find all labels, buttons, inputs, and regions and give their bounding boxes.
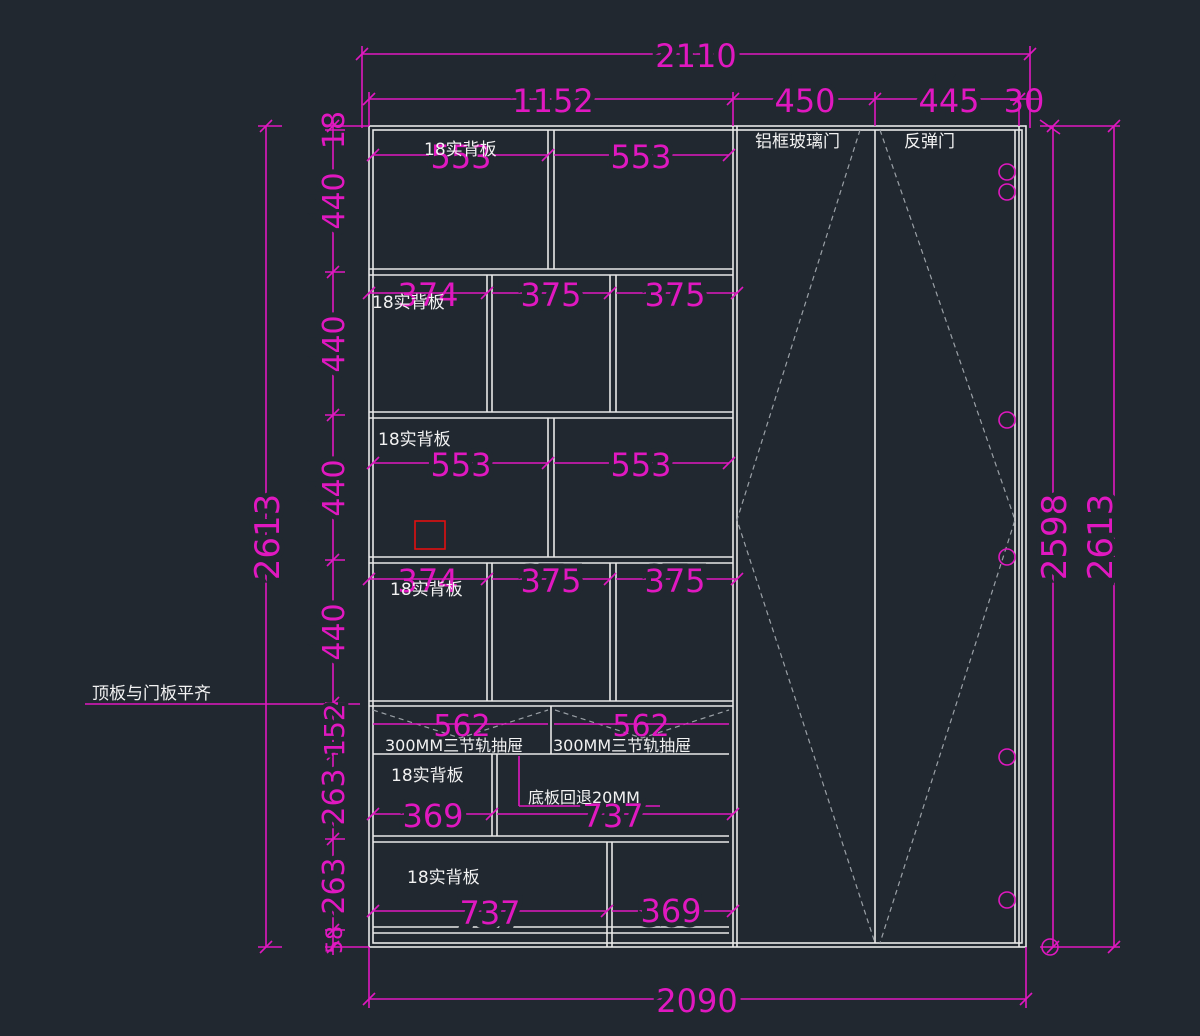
dim-vertical-6: 263: [317, 768, 352, 825]
dim-row5-a: 562: [433, 709, 490, 744]
label-rebound-door: 反弹门: [904, 132, 955, 152]
label-drawer-right: 300MM三节轨抽屉: [553, 736, 691, 755]
annotation-labels: 18实背板 18实背板 18实背板 18实背板 18实背板 18实背板 铝框玻璃…: [92, 132, 955, 888]
left-cabinet-shelves: [369, 130, 733, 947]
dim-vertical-1: 440: [317, 172, 352, 229]
dim-row2-c: 375: [644, 276, 705, 314]
dim-row7-a: 737: [459, 894, 520, 932]
dim-row2-b: 375: [520, 276, 581, 314]
dim-section-mid: 450: [774, 82, 835, 120]
dim-row4-c: 375: [644, 562, 705, 600]
dim-row3-a: 553: [430, 446, 491, 484]
dim-section-gap: 30: [1004, 82, 1045, 120]
dim-section-left: 1152: [512, 82, 593, 120]
label-drawer-left: 300MM三节轨抽屉: [385, 736, 523, 755]
dim-left-total: 2613: [248, 494, 288, 581]
dim-row1-a: 553: [430, 138, 491, 176]
cabinet-outline: [368, 125, 1027, 948]
label-backboard-row3: 18实背板: [378, 430, 451, 450]
dim-vertical-top: 18: [317, 111, 352, 149]
dim-right-total: 2613: [1081, 494, 1121, 581]
dim-row7-b: 369: [640, 892, 701, 930]
dim-row6-b: 737: [582, 797, 643, 835]
dim-section-right: 445: [918, 82, 979, 120]
dim-vertical-5: 152: [318, 703, 351, 756]
dimension-text: 2110 1152 450 445 30 2090 2613 2598 2613…: [243, 32, 1126, 1025]
label-backboard-row4: 18实背板: [390, 580, 463, 600]
dim-row3-b: 553: [610, 446, 671, 484]
label-backboard-row7: 18实背板: [407, 868, 480, 888]
label-backboard-row6: 18实背板: [391, 766, 464, 786]
dim-row1-b: 553: [610, 138, 671, 176]
door-swing-indicators: [736, 129, 1016, 944]
dim-row4-b: 375: [520, 562, 581, 600]
dim-row2-a: 374: [397, 276, 458, 314]
dim-vertical-8: 58: [323, 926, 348, 954]
label-top-flush: 顶板与门板平齐: [92, 684, 211, 704]
dim-vertical-2: 440: [317, 315, 352, 372]
dimension-lines: [85, 46, 1121, 1008]
dim-overall-top: 2110: [655, 37, 736, 75]
dim-row5-b: 562: [612, 709, 669, 744]
label-floor-setback: 底板回退20MM: [528, 788, 640, 807]
dim-vertical-7: 263: [317, 857, 352, 914]
label-backboard-row1: 18实背板: [424, 140, 497, 160]
dim-overall-bottom: 2090: [656, 982, 737, 1020]
dim-row6-a: 369: [402, 797, 463, 835]
label-backboard-row2: 18实背板: [372, 293, 445, 313]
label-glass-door: 铝框玻璃门: [755, 132, 840, 152]
dim-vertical-4: 440: [317, 603, 352, 660]
dim-right-inner: 2598: [1035, 494, 1075, 581]
dim-vertical-3: 440: [317, 459, 352, 516]
selection-marker: [414, 520, 446, 550]
dim-row4-a: 374: [397, 562, 458, 600]
